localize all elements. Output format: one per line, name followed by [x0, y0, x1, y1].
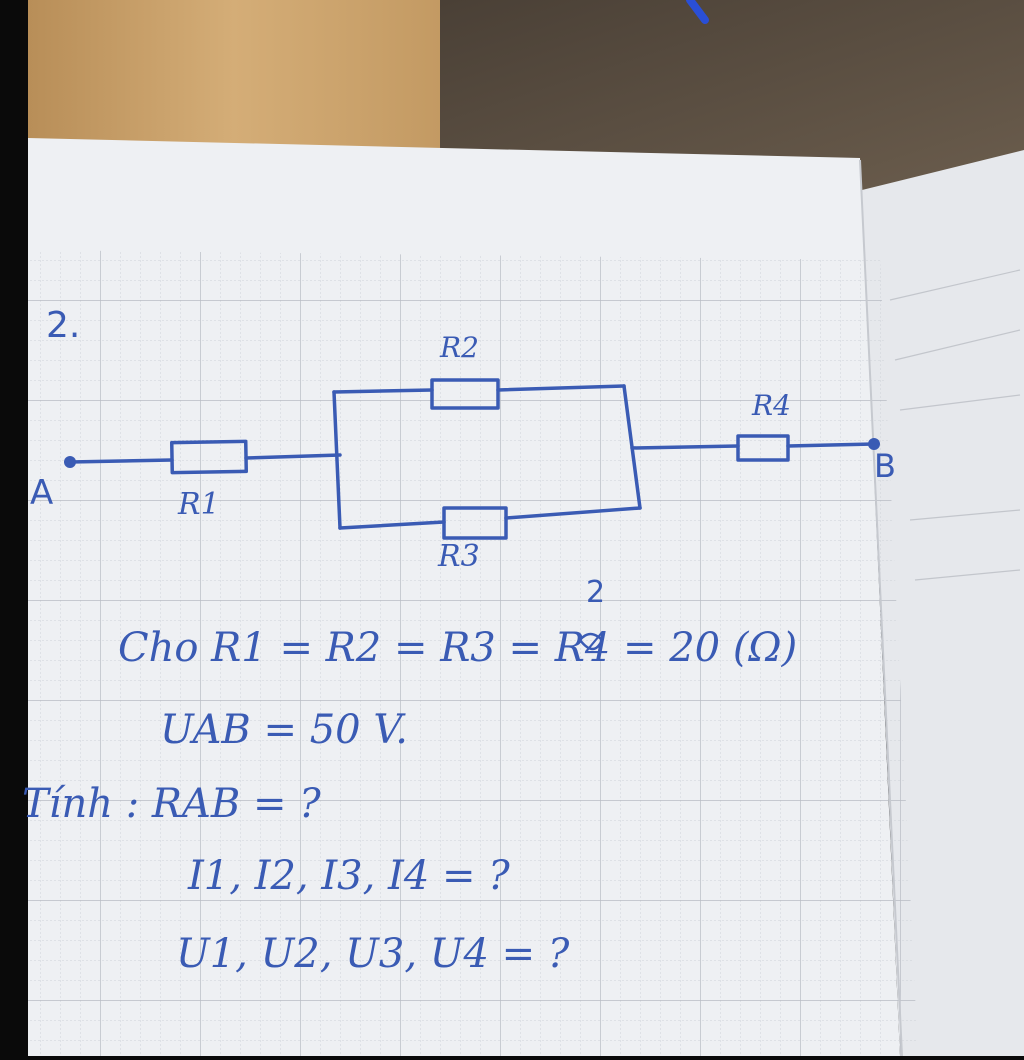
- resistor-r1-label: R1: [178, 487, 220, 522]
- wire-left-branch: [332, 390, 342, 530]
- node-a-dot: [64, 456, 76, 468]
- resistor-r4-symbol: [736, 434, 790, 462]
- wire-top-left: [332, 388, 434, 394]
- wire-junction-to-r4: [630, 444, 740, 450]
- node-b-label: B: [874, 447, 896, 485]
- resistor-r2-label: R2: [440, 331, 479, 364]
- find-line: Tính : RAB = ?: [22, 781, 321, 827]
- wire-r4-to-b: [786, 442, 876, 448]
- pen-tip-icon: [686, 0, 709, 24]
- circuit-diagram: [68, 378, 876, 540]
- wire-r1-to-junction: [244, 453, 342, 460]
- correction-note: 2: [586, 575, 606, 610]
- problem-number: 2.: [46, 305, 81, 346]
- resistor-r2-symbol: [430, 378, 500, 410]
- resistor-r4-label: R4: [752, 389, 791, 422]
- node-a-label: A: [30, 473, 54, 513]
- wire-bottom-left: [338, 520, 446, 530]
- given-values-line: Cho R1 = R2 = R3 = R4 = 20 (Ω): [118, 625, 798, 671]
- voltages-line: U1, U2, U3, U4 = ?: [176, 931, 570, 977]
- voltage-line: UAB = 50 V.: [160, 707, 408, 753]
- wire-bottom-right: [504, 506, 642, 520]
- crossed-out-digit: [579, 632, 604, 651]
- wooden-table: [28, 0, 440, 150]
- currents-line: I1, I2, I3, I4 = ?: [188, 853, 510, 899]
- resistor-r3-symbol: [442, 506, 508, 540]
- grid-paper: [28, 250, 918, 1056]
- node-b-dot: [868, 438, 880, 450]
- notebook-spine: [859, 159, 903, 1057]
- wire-a-to-r1: [68, 458, 174, 464]
- wire-top-right: [496, 384, 626, 392]
- resistor-r3-label: R3: [438, 539, 480, 574]
